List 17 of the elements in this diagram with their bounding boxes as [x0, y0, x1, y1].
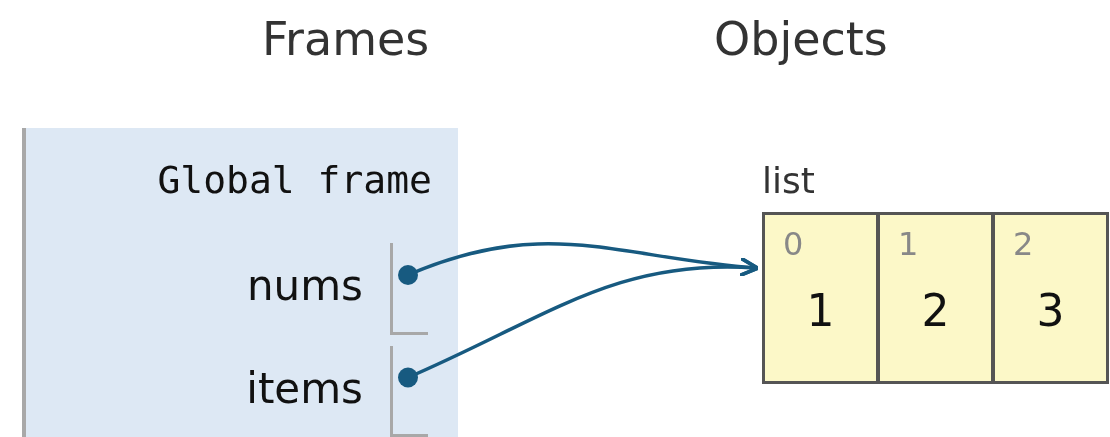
index-label: 0	[783, 225, 804, 263]
column-heading: Frames	[262, 12, 430, 66]
list-cell	[762, 212, 879, 384]
list-cell	[877, 212, 994, 384]
list-value: 1	[805, 285, 836, 336]
pointer-arrow	[398, 257, 760, 388]
list-value: 3	[1035, 285, 1066, 336]
frame-box	[22, 128, 458, 437]
column-heading: Objects	[714, 12, 888, 66]
frame-title: Global frame	[157, 158, 432, 202]
list-cell	[992, 212, 1109, 384]
variable-name: nums	[246, 261, 363, 310]
index-label: 1	[898, 225, 919, 263]
list-value: 2	[920, 285, 951, 336]
object-type-label: list	[762, 160, 815, 201]
index-label: 2	[1013, 225, 1034, 263]
variable-name: items	[246, 364, 363, 413]
